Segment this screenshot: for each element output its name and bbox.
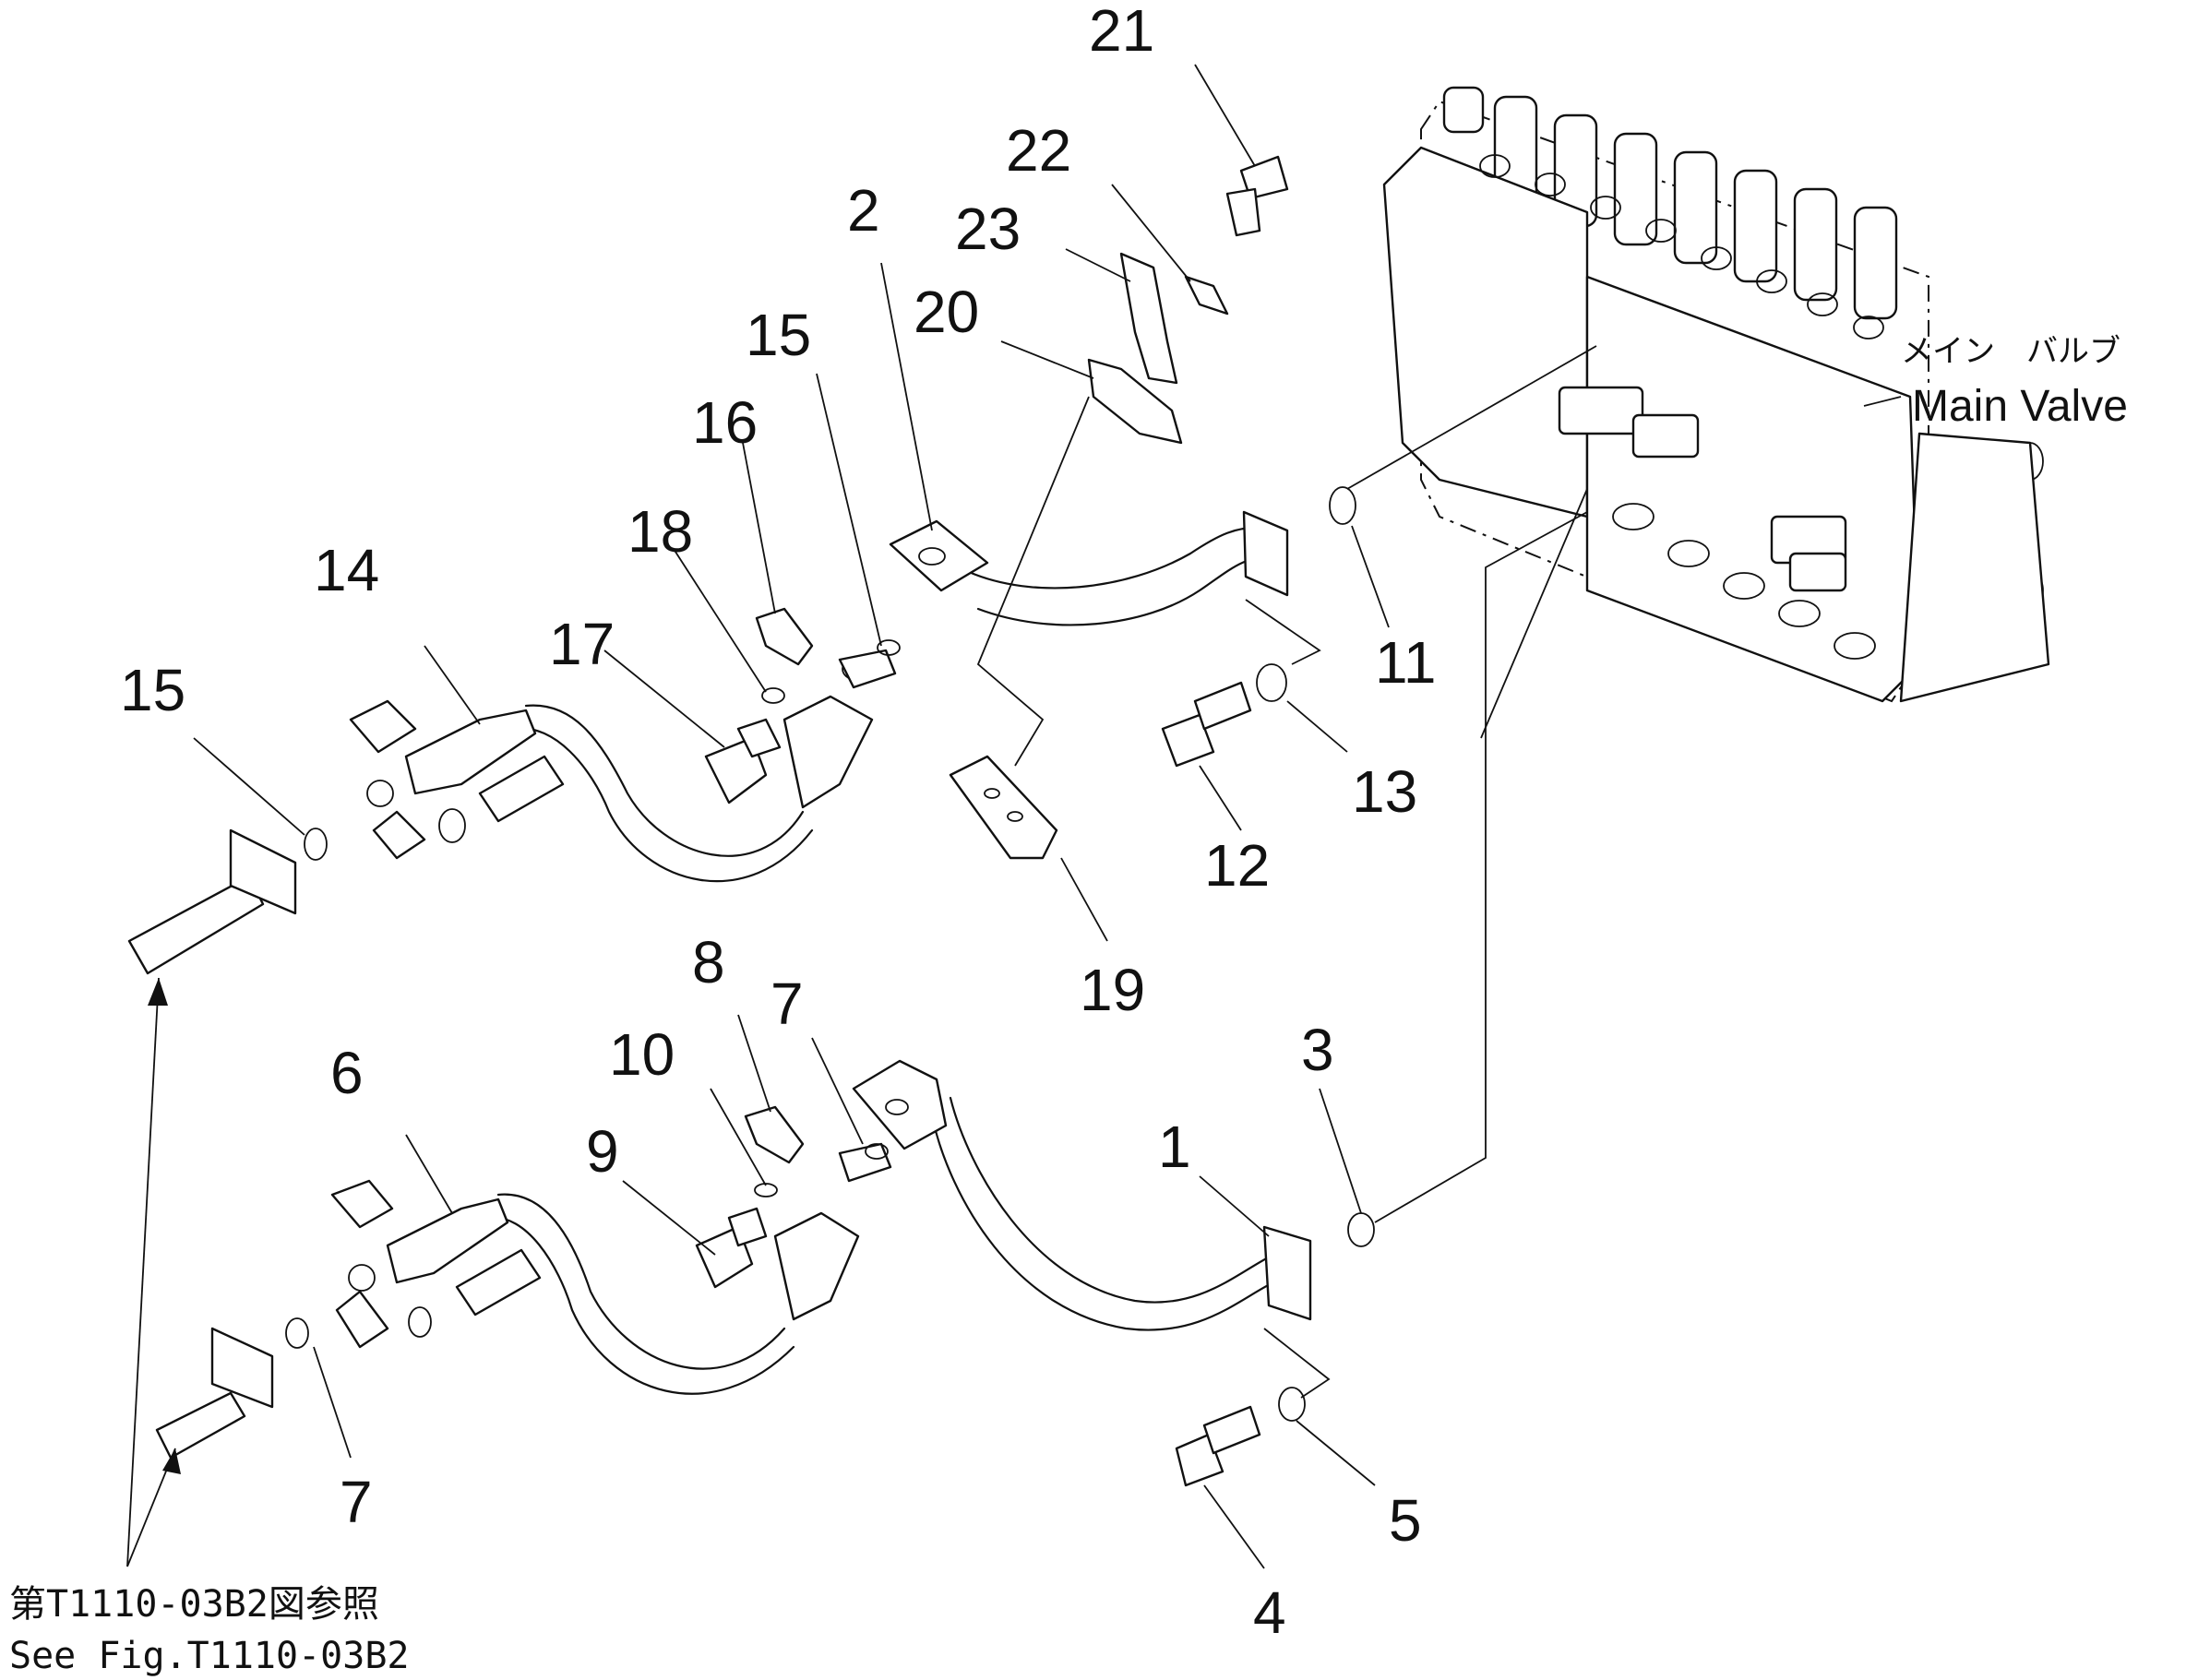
callout-8: 8 [692,929,725,995]
callout-17: 17 [549,611,615,677]
callout-7-upper: 7 [770,971,804,1037]
callout-7-lower: 7 [340,1469,373,1535]
callout-leaders [193,64,1390,1569]
callout-15: 15 [746,302,811,368]
callout-5: 5 [1389,1487,1422,1554]
callout-10: 10 [609,1021,675,1088]
callout-16: 16 [692,389,758,456]
svg-text:Main Valve: Main Valve [1912,382,2128,431]
callout-6: 6 [330,1040,364,1106]
callout-14: 14 [314,537,379,603]
callout-11: 11 [1375,629,1436,696]
main-valve-label: メイン バルブ Main Valve [1863,333,2128,431]
callout-23: 23 [955,196,1021,262]
callout-15-left: 15 [120,657,185,723]
upper-pipe-assembly [127,155,1597,975]
svg-text:メイン バルブ: メイン バルブ [1901,333,2120,370]
callout-21: 21 [1089,0,1154,64]
lower-pipe-assembly [155,511,1588,1487]
callout-18: 18 [627,498,693,565]
callout-22: 22 [1006,117,1071,184]
main-valve-drawing [1382,86,2050,703]
callout-13: 13 [1352,758,1417,825]
callout-20: 20 [914,279,979,345]
callout-2: 2 [847,177,880,244]
reference-arrows [126,977,181,1567]
callout-9: 9 [586,1118,619,1185]
callout-1: 1 [1158,1114,1191,1180]
callout-4: 4 [1253,1579,1286,1646]
callout-12: 12 [1204,832,1270,899]
callout-19: 19 [1080,957,1145,1023]
reference-note-en: See Fig.T1110-03B2 [9,1635,409,1677]
reference-note-jp: 第T1110-03B2図参照 [9,1583,379,1626]
callout-numbers: 21 22 23 2 20 15 16 18 14 17 15 11 13 12… [120,0,1436,1646]
reference-note: 第T1110-03B2図参照 See Fig.T1110-03B2 [9,1583,409,1677]
callout-3: 3 [1301,1017,1334,1083]
